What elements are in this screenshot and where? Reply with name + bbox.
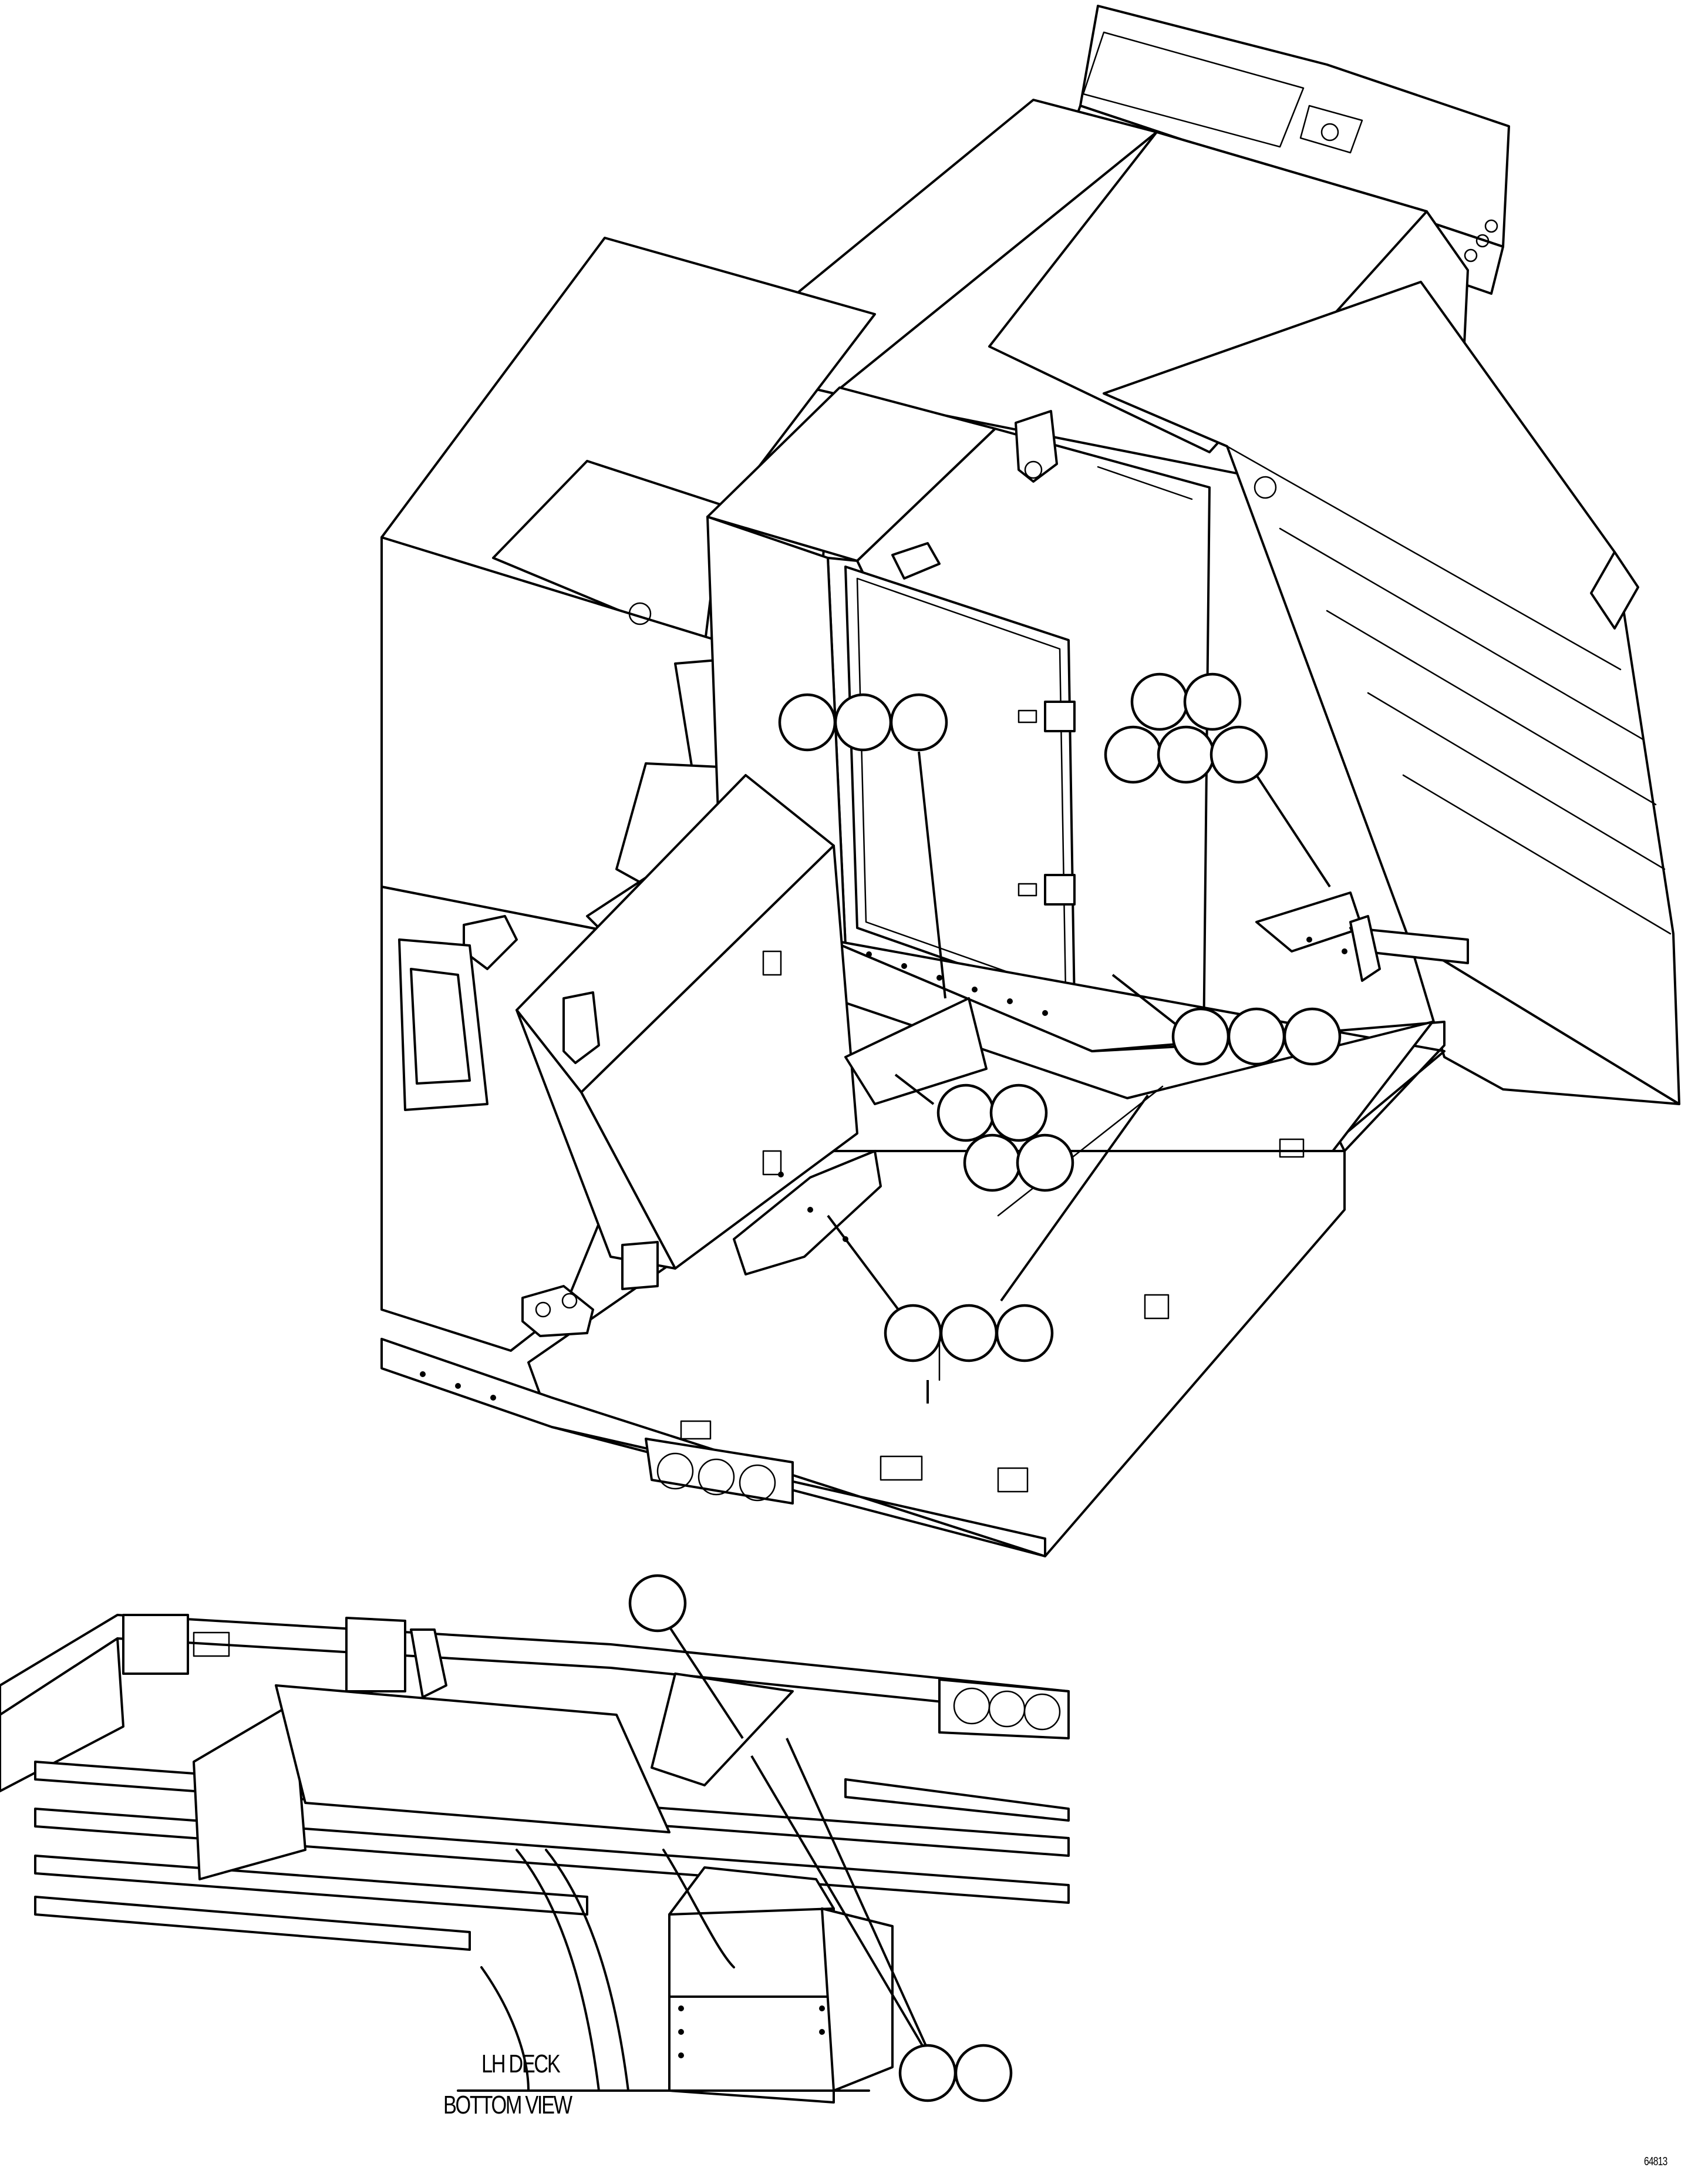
lh-deck-bottom-view [0, 1574, 1070, 2104]
callout-group-5 [884, 1304, 1054, 1362]
view-caption-lh-deck: LH DECK [481, 2050, 561, 2078]
drawing-code: 64813 [1644, 2155, 1667, 2168]
callout-bubble [1157, 725, 1215, 784]
front-electrical-box [516, 774, 858, 1290]
callout-bubble [954, 2044, 1013, 2102]
callout-bubble [995, 1304, 1054, 1362]
callout-group-1 [778, 693, 948, 752]
callout-bubble [1283, 1007, 1342, 1066]
callout-bubble [1171, 1007, 1230, 1066]
view-caption-bottom-view: BOTTOM VIEW [443, 2091, 572, 2119]
callout-bubble [898, 2044, 957, 2102]
callout-group-3 [1171, 1007, 1342, 1066]
callout-bubble [989, 1083, 1048, 1142]
callout-bubble [1227, 1007, 1286, 1066]
ramp-guard [1103, 281, 1680, 1105]
small-brackets [521, 891, 1469, 1337]
callout-bubble [628, 1574, 687, 1633]
callout-bubble [1130, 672, 1189, 731]
callout-bubble [939, 1304, 998, 1362]
callout-group-6 [628, 1574, 687, 1633]
callout-group-4 [936, 1083, 1074, 1192]
callout-bubble [834, 693, 892, 752]
callout-bubble [1016, 1133, 1074, 1192]
callout-bubble [884, 1304, 942, 1362]
deck-assembly-top-view [380, 5, 1680, 1557]
callout-group-7 [898, 2044, 1013, 2102]
callout-bubble [1104, 725, 1163, 784]
callout-bubble [778, 693, 837, 752]
callout-bubble [1183, 672, 1242, 731]
callout-bubble [936, 1083, 995, 1142]
callout-bubble [1209, 725, 1268, 784]
callout-bubble [963, 1133, 1022, 1192]
leader-lines [827, 751, 1331, 1404]
callout-group-2 [1104, 672, 1268, 784]
callout-bubble [890, 693, 948, 752]
